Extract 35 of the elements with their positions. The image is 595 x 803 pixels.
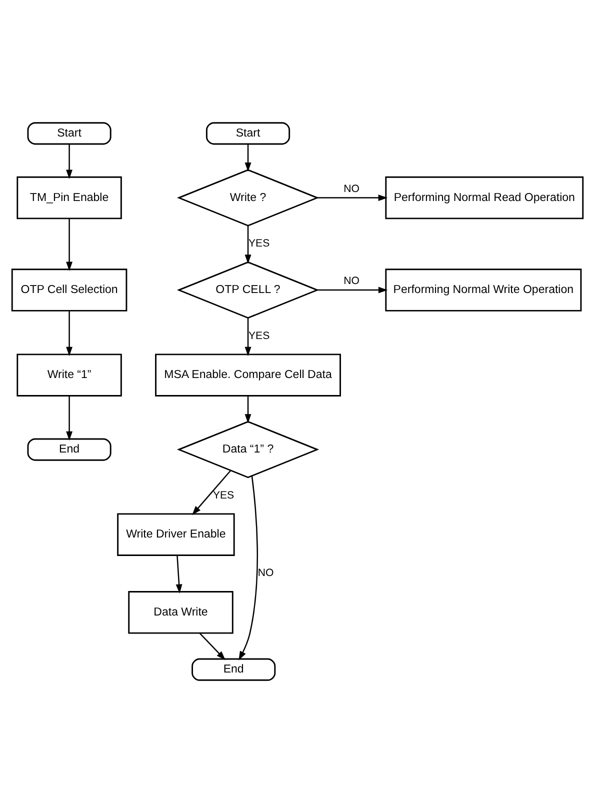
node-box: Start [206,122,290,145]
edge-label: NO [344,275,360,288]
edge-label: NO [258,567,274,580]
node-box: Performing Normal Read Operation [385,176,584,220]
node-box: OTP Cell Selection [11,268,128,312]
arrow [66,144,73,179]
node-box: End [27,438,112,461]
arrow [317,286,388,294]
arrow [244,144,252,172]
node-box: Start [27,122,112,145]
arrow [244,318,252,356]
arrow [192,470,232,516]
edge-label: YES [212,489,234,502]
node-diamond: OTP CELL ? [176,261,320,319]
edge-label: NO [344,182,360,195]
arrow [244,396,252,424]
arrow [66,311,73,356]
arrow [238,476,258,660]
node-box: Write “1” [16,354,122,396]
node-box: Performing Normal Write Operation [385,268,582,312]
node-box: MSA Enable. Compare Cell Data [155,354,341,396]
arrow [176,555,182,594]
node-diamond: Write ? [176,169,320,226]
node-box: End [192,658,276,681]
node-diamond: Data “1” ? [176,420,320,478]
edge-label: YES [248,330,270,342]
arrow [199,632,226,660]
arrow [66,218,73,271]
node-box: Data Write [128,591,234,634]
node-box: Write Driver Enable [117,513,235,556]
arrow [317,194,388,202]
arrow [244,226,252,264]
arrow [66,396,73,441]
edge-label: YES [248,238,270,250]
node-box: TM_Pin Enable [16,176,122,220]
